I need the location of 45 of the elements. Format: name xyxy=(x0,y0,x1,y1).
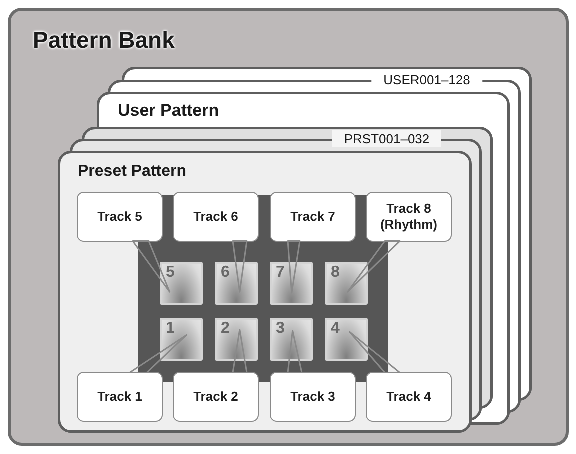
track-label: Track 3 xyxy=(290,389,336,405)
pad-number: 8 xyxy=(331,264,340,282)
track-label: Track 4 xyxy=(386,389,432,405)
drum-pad xyxy=(270,318,313,361)
callout-pointer xyxy=(232,329,248,374)
callout-box xyxy=(173,372,259,422)
card-heading: Preset Pattern xyxy=(78,163,186,181)
drum-pad xyxy=(325,318,368,361)
pad-number: 1 xyxy=(166,320,175,338)
callout-pointer xyxy=(132,240,171,293)
callout-pointer xyxy=(129,334,188,374)
track-label: Track 8 (Rhythm) xyxy=(379,201,439,233)
track-label: Track 1 xyxy=(98,389,142,405)
drum-pad xyxy=(160,318,203,361)
pad-number: 7 xyxy=(276,264,285,282)
pad-number: 2 xyxy=(221,320,230,338)
callout-box xyxy=(270,192,356,242)
callout-pointer xyxy=(349,331,401,374)
drum-pad xyxy=(160,262,203,305)
callout-box xyxy=(270,372,356,422)
pattern-range-label: PRST001–032 xyxy=(332,130,442,148)
track-label: Track 7 xyxy=(290,209,336,225)
callout-box xyxy=(366,372,452,422)
track-label: Track 2 xyxy=(194,389,238,405)
drum-pad xyxy=(325,262,368,305)
callout-box xyxy=(173,192,259,242)
drum-pad xyxy=(215,318,258,361)
callout-box xyxy=(366,192,452,242)
pad-number: 6 xyxy=(221,264,230,282)
pad-number: 3 xyxy=(276,320,285,338)
bank-panel xyxy=(8,8,569,446)
card-heading: User Pattern xyxy=(118,101,220,121)
pattern-card-stack xyxy=(58,127,494,434)
drum-pad xyxy=(270,262,313,305)
callout-box xyxy=(77,372,163,422)
drum-pad xyxy=(215,262,258,305)
track-label: Track 6 xyxy=(194,209,238,225)
track-label: Track 5 xyxy=(98,209,142,225)
callout-pointer xyxy=(287,330,303,374)
pad-number: 5 xyxy=(166,264,175,282)
pad-number: 4 xyxy=(331,320,340,338)
callout-pointer xyxy=(347,240,401,293)
callout-pointer xyxy=(232,240,248,293)
callout-pointer xyxy=(287,240,301,294)
bank-title: Pattern Bank xyxy=(33,27,175,54)
